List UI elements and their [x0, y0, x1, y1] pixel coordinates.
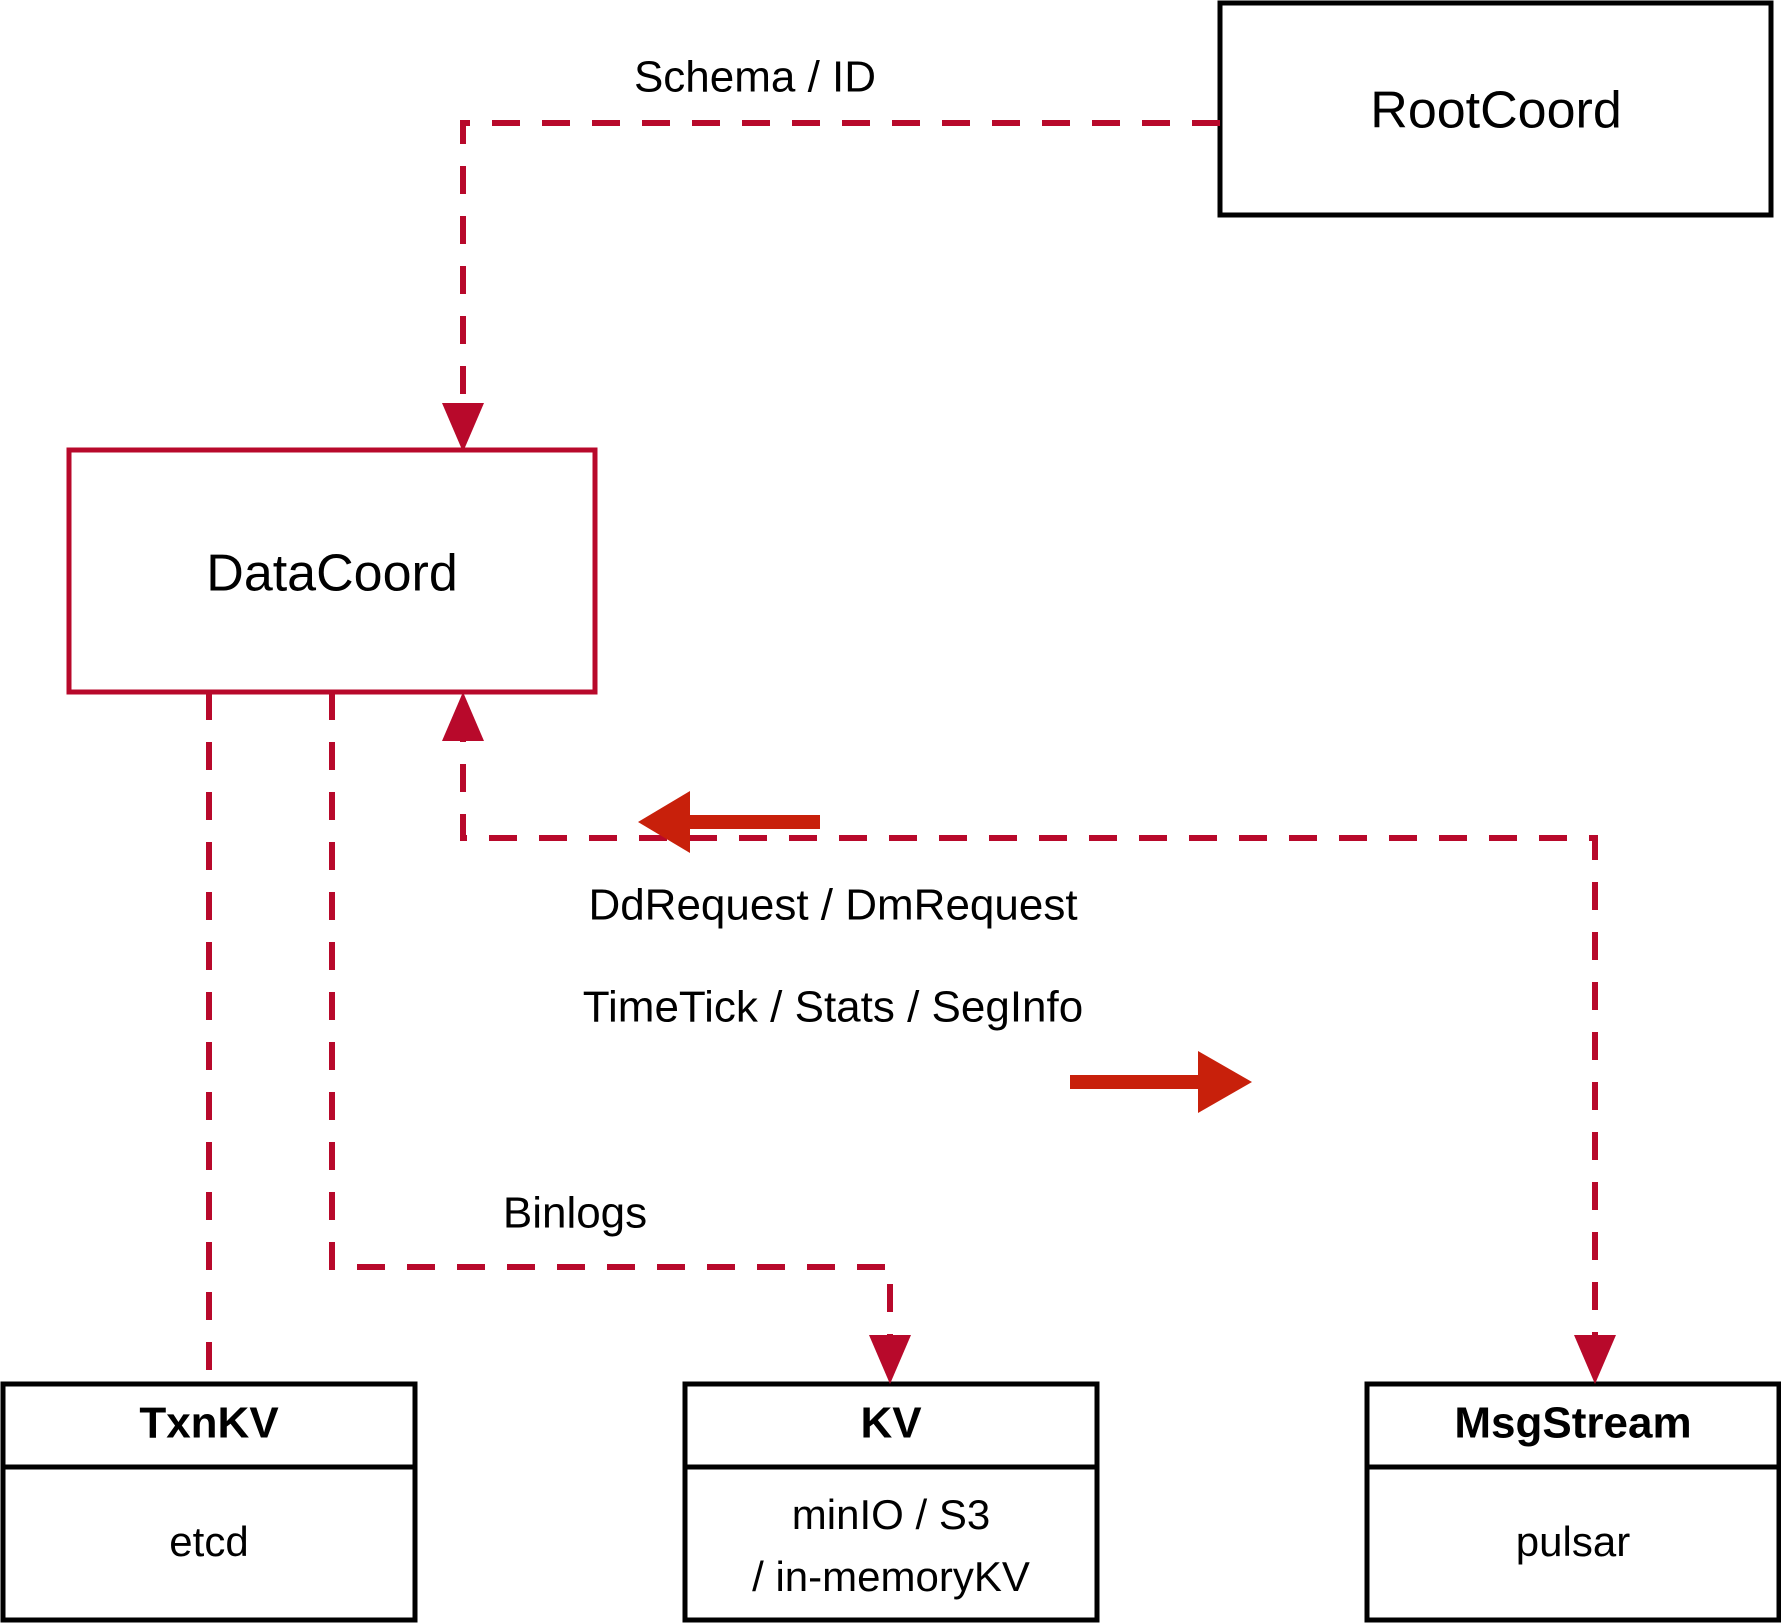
schema-id-edge-path: [460, 120, 1220, 428]
kv-sub-1: minIO / S3: [792, 1491, 990, 1538]
edge-schema-id: Schema / ID: [442, 53, 1220, 452]
msgstream-box[interactable]: [1364, 1381, 1781, 1623]
dd-dm-request-label: DdRequest / DmRequest: [588, 881, 1077, 930]
rootcoord-label: RootCoord: [1370, 82, 1621, 140]
datacoord-box[interactable]: [66, 447, 598, 695]
binlogs-edge-path: [329, 692, 893, 1362]
arrow-dd-dm-request: DdRequest / DmRequest: [588, 791, 1078, 930]
edge-binlogs: Binlogs: [329, 692, 911, 1384]
msgstream-up-arrowhead: [442, 692, 484, 741]
dd-dm-arrowhead: [638, 791, 690, 853]
msgstream-sub-1: pulsar: [1516, 1518, 1630, 1565]
msgstream-edge-path: [460, 714, 1598, 1362]
arrow-timetick-stats-seginfo: TimeTick / Stats / SegInfo: [583, 983, 1252, 1113]
txnkv-sub-1: etcd: [169, 1518, 248, 1565]
kv-box[interactable]: [682, 1381, 1100, 1623]
txnkv-box[interactable]: [0, 1381, 418, 1623]
schema-id-arrowhead: [442, 403, 484, 452]
txnkv-title: TxnKV: [139, 1399, 279, 1448]
kv-sub-2: / in-memoryKV: [752, 1553, 1030, 1600]
node-rootcoord[interactable]: RootCoord: [1217, 0, 1774, 218]
schema-id-label: Schema / ID: [634, 53, 876, 102]
datacoord-label: DataCoord: [206, 545, 457, 603]
binlogs-arrowhead: [869, 1335, 911, 1384]
timetick-arrowhead: [1198, 1051, 1252, 1113]
node-kv[interactable]: KV minIO / S3 / in-memoryKV: [682, 1381, 1100, 1623]
msgstream-title: MsgStream: [1454, 1399, 1691, 1448]
rootcoord-box[interactable]: [1217, 0, 1774, 218]
kv-title: KV: [860, 1399, 922, 1448]
node-datacoord[interactable]: DataCoord: [66, 447, 598, 695]
binlogs-label: Binlogs: [503, 1189, 647, 1238]
edge-msgstream-datacoord: [442, 692, 1616, 1384]
node-txnkv[interactable]: TxnKV etcd: [0, 1381, 418, 1623]
timetick-stats-seginfo-label: TimeTick / Stats / SegInfo: [583, 983, 1083, 1032]
msgstream-down-arrowhead: [1574, 1335, 1616, 1384]
node-msgstream[interactable]: MsgStream pulsar: [1364, 1381, 1781, 1623]
